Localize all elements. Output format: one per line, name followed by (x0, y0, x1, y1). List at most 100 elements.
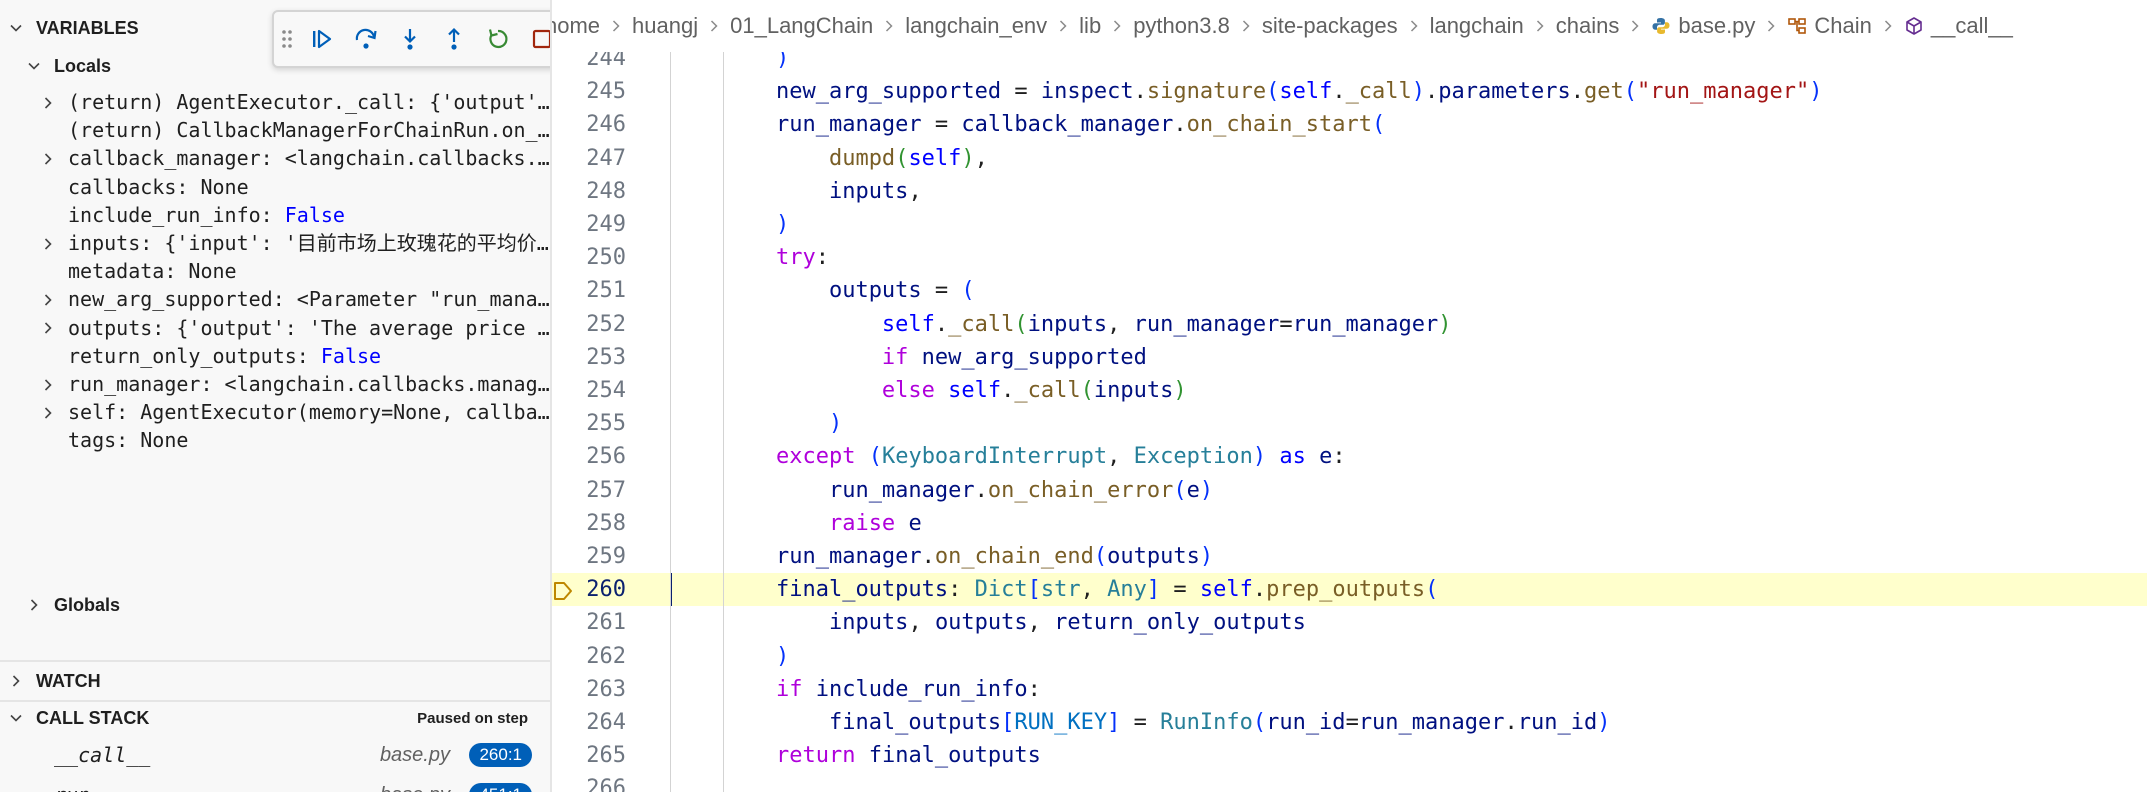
code-line[interactable]: 259 run_manager.on_chain_end(outputs) (552, 540, 2147, 573)
step-out-icon[interactable] (432, 17, 476, 61)
variable-row[interactable]: (return) AgentExecutor._call: {'output':… (0, 86, 550, 119)
chevron-right-icon[interactable] (40, 86, 58, 119)
code-line[interactable]: 249 ) (552, 208, 2147, 241)
variable-separator: : (164, 259, 189, 284)
line-number[interactable]: 259 (586, 544, 626, 569)
breadcrumb-item[interactable]: Chain (1787, 13, 1872, 39)
code-line[interactable]: 246 run_manager = callback_manager.on_ch… (552, 108, 2147, 141)
code-line[interactable]: 255 ) (552, 407, 2147, 440)
breadcrumb-item[interactable]: python3.8 (1133, 13, 1230, 39)
chevron-right-icon[interactable] (40, 312, 58, 345)
code-line[interactable]: 257 run_manager.on_chain_error(e) (552, 474, 2147, 507)
variables-header-label: VARIABLES (36, 17, 139, 38)
chevron-right-icon[interactable] (40, 283, 58, 316)
line-number[interactable]: 250 (586, 245, 626, 271)
chevron-right-icon[interactable] (40, 227, 58, 260)
breadcrumb-item[interactable]: huangj (632, 13, 698, 39)
drag-grip-icon[interactable] (274, 17, 300, 61)
breadcrumb-label: base.py (1678, 13, 1756, 38)
line-number[interactable]: 245 (586, 79, 626, 105)
callstack-header-label: CALL STACK (36, 707, 150, 728)
chevron-right-icon[interactable] (40, 142, 58, 175)
code-line[interactable]: 263 if include_run_info: (552, 673, 2147, 706)
breadcrumb-item[interactable]: home (552, 13, 600, 39)
code-line[interactable]: 261 inputs, outputs, return_only_outputs (552, 606, 2147, 639)
breadcrumb-item[interactable]: langchain_env (905, 13, 1047, 39)
line-number[interactable]: 266 (586, 776, 626, 792)
variable-name: outputs (68, 315, 153, 340)
line-number[interactable]: 247 (586, 145, 626, 171)
code-text: new_arg_supported = inspect.signature(se… (775, 79, 1823, 105)
line-number[interactable]: 248 (586, 178, 626, 204)
variable-row[interactable]: outputs: {'output': 'The average price o… (0, 312, 550, 345)
breadcrumb-item[interactable]: 01_LangChain (730, 13, 873, 39)
code-text: try: (775, 245, 829, 271)
code-line[interactable]: 265 return final_outputs (552, 739, 2147, 772)
code-line[interactable]: 266 (552, 772, 2147, 792)
code-line[interactable]: 253 if new_arg_supported (552, 341, 2147, 374)
variable-name: new_arg_supported (68, 287, 273, 312)
line-number[interactable]: 256 (586, 444, 626, 470)
stop-icon[interactable] (520, 17, 550, 61)
line-number[interactable]: 254 (586, 378, 626, 403)
continue-icon[interactable] (300, 17, 344, 61)
line-number[interactable]: 261 (586, 610, 626, 636)
breadcrumb-item[interactable]: site-packages (1262, 13, 1398, 39)
code-line[interactable]: 252 self._call(inputs, run_manager=run_m… (552, 308, 2147, 341)
globals-scope[interactable]: Globals (0, 587, 550, 623)
line-number[interactable]: 246 (586, 112, 626, 138)
variable-row[interactable]: new_arg_supported: <Parameter "run_manag… (0, 283, 550, 316)
code-line[interactable]: 245 new_arg_supported = inspect.signatur… (552, 75, 2147, 108)
code-line[interactable]: 250 try: (552, 241, 2147, 274)
line-number[interactable]: 252 (586, 311, 626, 337)
line-number[interactable]: 262 (586, 643, 626, 669)
variable-row[interactable]: self: AgentExecutor(memory=None, callbac… (0, 396, 550, 429)
callstack-frame[interactable]: __call__ base.py 260:1 (0, 737, 550, 773)
variable-row[interactable]: run_manager: <langchain.callbacks.manage… (0, 368, 550, 401)
chevron-right-icon[interactable] (40, 368, 58, 401)
breadcrumb-item[interactable]: __call__ (1904, 13, 2013, 39)
variable-row[interactable]: tags: None (0, 424, 550, 457)
breadcrumb-item[interactable]: langchain (1430, 13, 1524, 39)
variable-separator: : (272, 287, 297, 312)
variable-row[interactable]: inputs: {'input': '目前市场上玫瑰花的平均价格... (0, 227, 550, 260)
breadcrumb-item[interactable]: base.py (1651, 13, 1755, 39)
variable-row[interactable]: callback_manager: <langchain.callbacks.m… (0, 142, 550, 175)
callstack-frame[interactable]: run base.py 451:1 (0, 777, 550, 792)
breadcrumb-label: chains (1555, 13, 1620, 38)
code-line[interactable]: 260 final_outputs: Dict[str, Any] = self… (552, 573, 2147, 607)
code-line[interactable]: 258 raise e (552, 507, 2147, 540)
watch-section-header[interactable]: WATCH (0, 663, 550, 699)
line-number[interactable]: 251 (586, 278, 626, 304)
line-number[interactable]: 257 (586, 477, 626, 503)
breadcrumb-item[interactable]: chains (1556, 13, 1620, 39)
current-line-marker (670, 573, 672, 607)
variable-name: include_run_info (68, 202, 261, 227)
code-text: ) (775, 212, 790, 237)
variables-section-header[interactable]: VARIABLES (0, 10, 550, 46)
code-line[interactable]: 264 final_outputs[RUN_KEY] = RunInfo(run… (552, 706, 2147, 739)
line-number[interactable]: 260 (586, 577, 626, 603)
code-line[interactable]: 256 except (KeyboardInterrupt, Exception… (552, 440, 2147, 473)
line-number[interactable]: 258 (586, 510, 626, 536)
code-text: final_outputs[RUN_KEY] = RunInfo(run_id=… (828, 710, 1611, 735)
line-number[interactable]: 249 (586, 212, 626, 237)
code-line[interactable]: 251 outputs = ( (552, 274, 2147, 307)
step-into-icon[interactable] (388, 17, 432, 61)
callstack-section-header[interactable]: CALL STACK Paused on step (0, 700, 550, 736)
line-number[interactable]: 255 (586, 411, 626, 437)
line-number[interactable]: 263 (586, 676, 626, 702)
line-number[interactable]: 253 (586, 344, 626, 370)
code-editor[interactable]: home huangj 01_LangChain langchain_env lib py… (552, 0, 2147, 792)
line-number[interactable]: 264 (586, 710, 626, 735)
code-line[interactable]: 254 else self._call(inputs) (552, 374, 2147, 407)
code-line[interactable]: 247 dumpd(self), (552, 142, 2147, 175)
breadcrumb-item[interactable]: lib (1079, 13, 1101, 39)
locals-scope[interactable]: Locals (0, 48, 550, 84)
restart-icon[interactable] (476, 17, 520, 61)
line-number[interactable]: 265 (586, 743, 626, 769)
code-line[interactable]: 262 ) (552, 640, 2147, 673)
chevron-right-icon[interactable] (40, 396, 58, 429)
code-line[interactable]: 248 inputs, (552, 175, 2147, 208)
step-over-icon[interactable] (344, 17, 388, 61)
